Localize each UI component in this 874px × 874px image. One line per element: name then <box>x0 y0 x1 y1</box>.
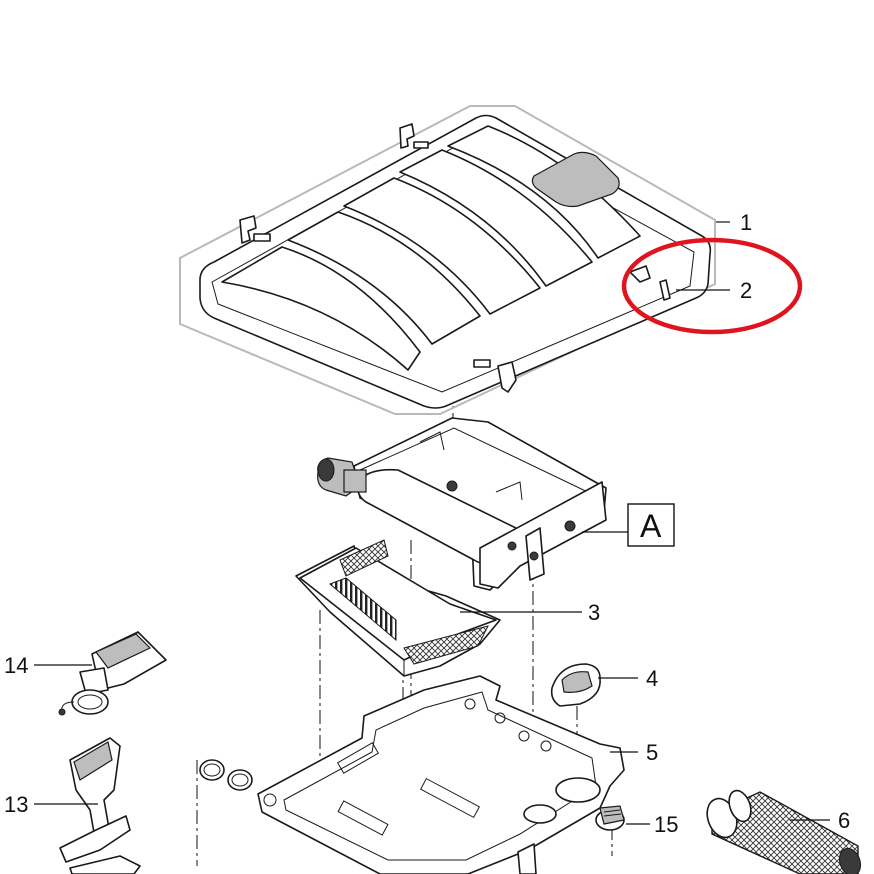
label-part-a: A <box>640 508 662 544</box>
base-frame-part <box>257 675 625 874</box>
lid-part <box>179 105 716 415</box>
label-part-15: 15 <box>654 812 678 837</box>
filter-sleeve-part <box>706 789 862 874</box>
label-part-6: 6 <box>838 808 850 833</box>
plug-part <box>595 805 625 831</box>
filter-basket-part <box>295 539 501 677</box>
label-part-1: 1 <box>740 210 752 235</box>
label-part-3: 3 <box>588 600 600 625</box>
leader-lines <box>34 221 830 825</box>
label-part-2: 2 <box>740 278 752 303</box>
highlight-ellipse <box>621 237 803 335</box>
label-part-5: 5 <box>646 740 658 765</box>
bracket-part <box>59 737 141 874</box>
uvc-housing-part <box>58 631 167 716</box>
label-part-4: 4 <box>646 666 658 691</box>
cap-part <box>550 663 601 707</box>
clamp-rings <box>199 759 253 791</box>
label-a-box <box>627 503 675 547</box>
label-part-13: 13 <box>4 792 28 817</box>
label-part-14: 14 <box>4 653 28 678</box>
pump-unit-part <box>317 417 607 591</box>
